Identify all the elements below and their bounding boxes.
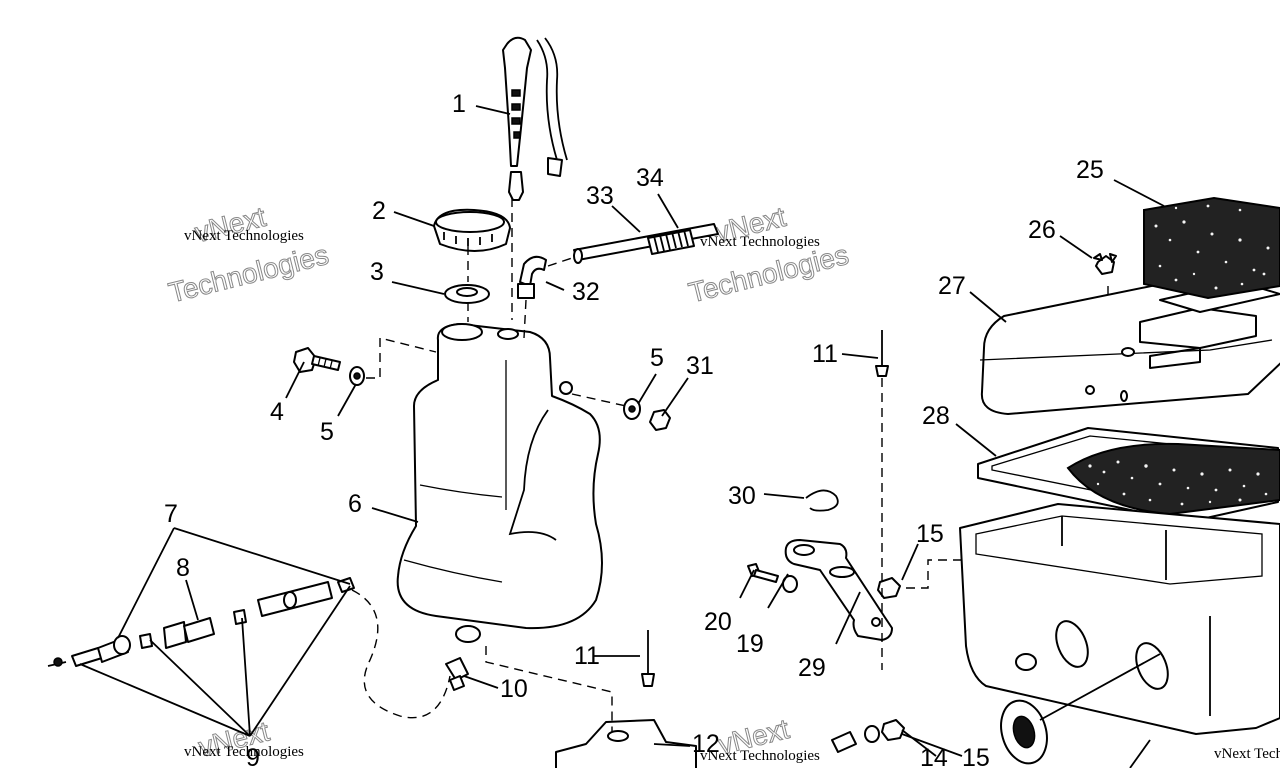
pin-lower	[641, 630, 655, 687]
vent-elbow-fitting	[517, 255, 547, 299]
lock-nut-lower	[831, 719, 905, 753]
watermark-text: vNext Technologies	[184, 744, 304, 760]
washer-and-nut-right	[623, 398, 671, 431]
part-label-31: 31	[686, 352, 714, 380]
foam-pre-filter	[1143, 196, 1280, 300]
watermark-text: vNext Technologies	[184, 228, 304, 244]
mounting-bracket-lower	[555, 719, 697, 768]
part-label-9: 9	[246, 744, 260, 768]
vent-tube	[573, 223, 719, 264]
gasket	[444, 284, 490, 304]
watermark-text: vNext Technologies	[1214, 746, 1280, 762]
watermark-text: vNext Technologies	[700, 748, 820, 764]
assembly-guide-line	[485, 646, 613, 732]
part-label-4: 4	[270, 398, 284, 426]
watermark-text-large: Technologies	[166, 239, 332, 309]
part-label-32: 32	[572, 278, 600, 306]
part-label-5-left: 5	[320, 418, 334, 446]
leader-lines	[79, 105, 1165, 768]
part-label-12: 12	[692, 730, 720, 758]
part-label-25: 25	[1076, 156, 1104, 184]
bolt-small	[747, 563, 779, 583]
part-label-27: 27	[938, 272, 966, 300]
part-label-14: 14	[920, 744, 948, 768]
filler-cap	[433, 208, 511, 252]
pulley-wheel	[1000, 653, 1161, 765]
part-label-29: 29	[798, 654, 826, 682]
part-label-11-upper: 11	[812, 340, 838, 368]
pin-upper	[875, 330, 889, 377]
part-label-2: 2	[372, 197, 386, 225]
mounting-bracket	[784, 539, 893, 641]
lock-nut-upper	[877, 577, 901, 599]
part-label-6: 6	[348, 490, 362, 518]
part-label-28: 28	[922, 402, 950, 430]
part-label-30: 30	[728, 482, 756, 510]
assembly-guide-line	[571, 393, 627, 407]
hose-routing-line	[351, 589, 451, 719]
part-label-15-upper: 15	[916, 520, 944, 548]
part-label-26: 26	[1028, 216, 1056, 244]
part-label-8: 8	[176, 554, 190, 582]
airbox-lower-housing	[959, 503, 1280, 735]
part-label-15-lower: 15	[962, 744, 990, 768]
part-label-34: 34	[636, 164, 664, 192]
watermark-text: vNext Technologies	[700, 234, 820, 250]
part-label-5-right: 5	[650, 344, 664, 372]
assembly-guide-line	[366, 337, 437, 379]
assembly-guide-line	[523, 299, 527, 339]
part-label-11-lower: 11	[574, 642, 600, 670]
part-label-19: 19	[736, 630, 764, 658]
part-label-10: 10	[500, 675, 528, 703]
spring-clip	[805, 489, 839, 512]
part-label-7: 7	[164, 500, 178, 528]
airbox-foam-element	[1066, 442, 1280, 516]
drain-fitting	[445, 657, 469, 691]
bolt-and-washer-left	[293, 347, 365, 386]
assembly-guide-line	[547, 257, 573, 267]
oil-level-sender	[502, 36, 568, 201]
part-label-20: 20	[704, 608, 732, 636]
tube-spring	[647, 229, 695, 255]
part-label-3: 3	[370, 258, 384, 286]
part-number-labels: 1 2 3 4 5 5 6 7 8 9 10 11 11 12 14 15 15…	[164, 90, 1104, 768]
part-label-33: 33	[586, 182, 614, 210]
fuel-line-assembly	[47, 577, 355, 667]
oil-tank	[396, 323, 603, 643]
watermark-left: vNext Technologies	[165, 200, 332, 309]
part-label-1: 1	[452, 90, 466, 118]
wing-nut	[1093, 253, 1117, 275]
assembly-guide-line	[906, 559, 962, 589]
